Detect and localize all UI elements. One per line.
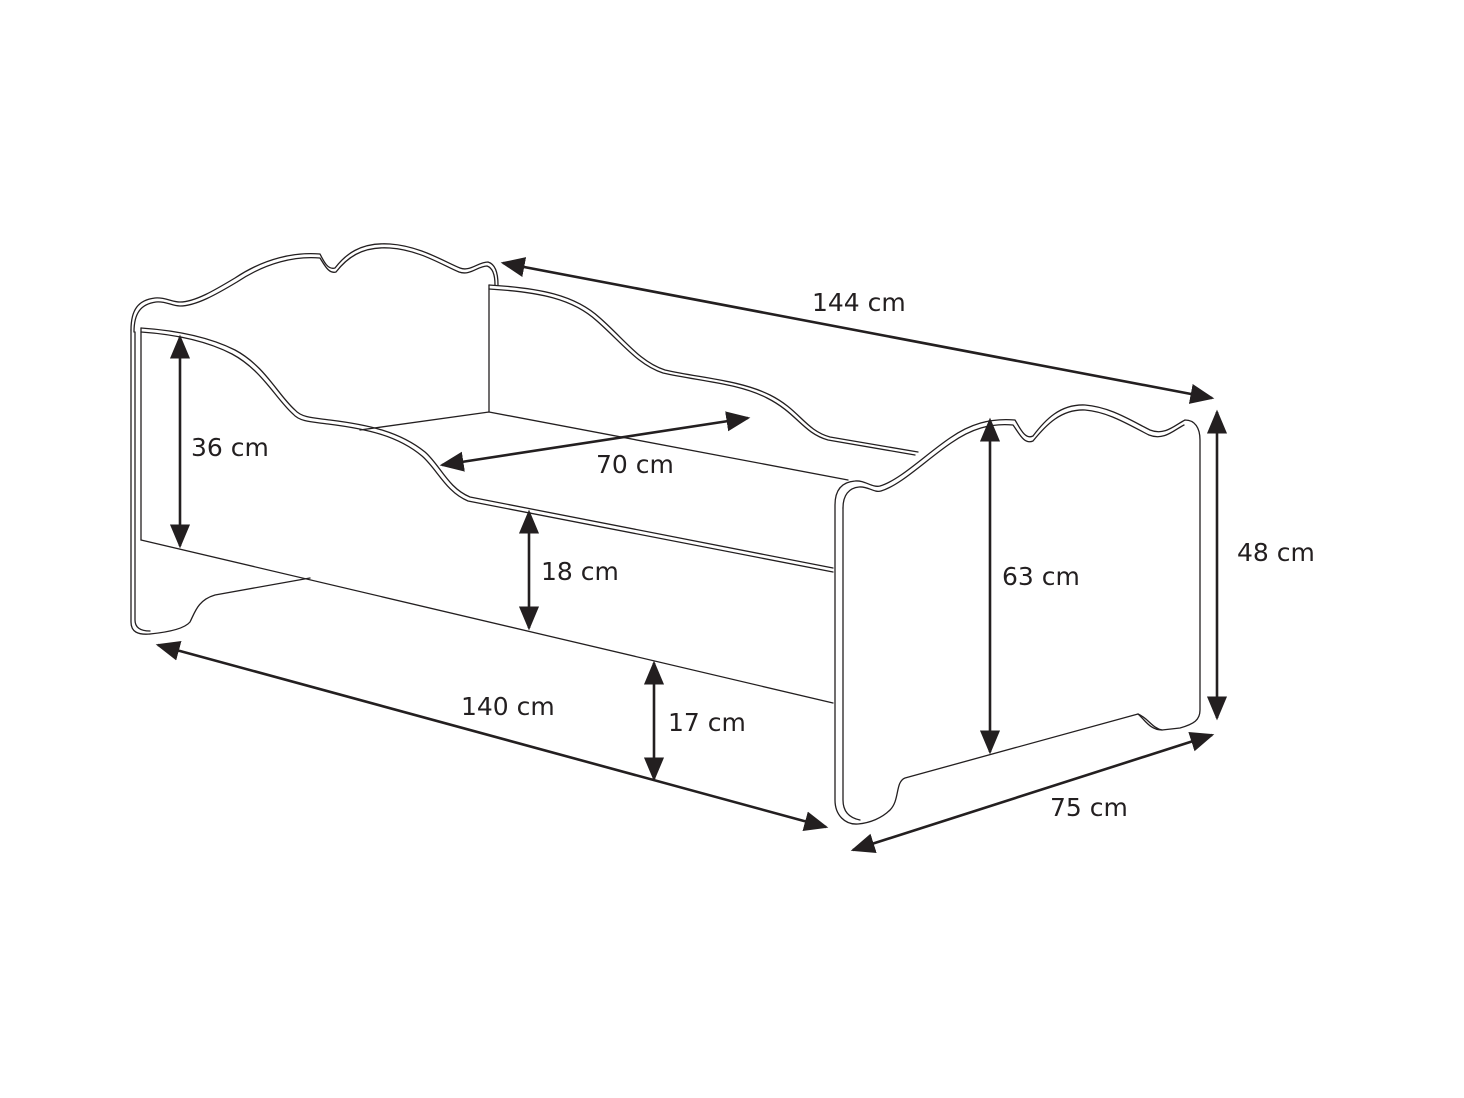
label-frame-length: 140 cm	[461, 692, 555, 721]
label-inner-width: 70 cm	[596, 450, 674, 479]
dimension-labels: 144 cm 70 cm 36 cm 18 cm 63 cm 48 cm 140…	[191, 288, 1315, 822]
dimension-lines	[155, 257, 1228, 854]
footboard	[834, 404, 1201, 825]
label-outer-height: 48 cm	[1237, 538, 1315, 567]
label-clearance-height: 17 cm	[668, 708, 746, 737]
label-side-rail-height: 18 cm	[541, 557, 619, 586]
headboard	[130, 243, 834, 704]
dim-70-line	[439, 411, 751, 472]
label-headboard-inner-height: 36 cm	[191, 433, 269, 462]
dim-144-line	[500, 257, 1215, 404]
label-footboard-height: 63 cm	[1002, 562, 1080, 591]
label-total-width: 75 cm	[1050, 793, 1128, 822]
label-total-length: 144 cm	[812, 288, 906, 317]
dim-75-line	[850, 731, 1215, 854]
dim-140-line	[155, 640, 829, 832]
